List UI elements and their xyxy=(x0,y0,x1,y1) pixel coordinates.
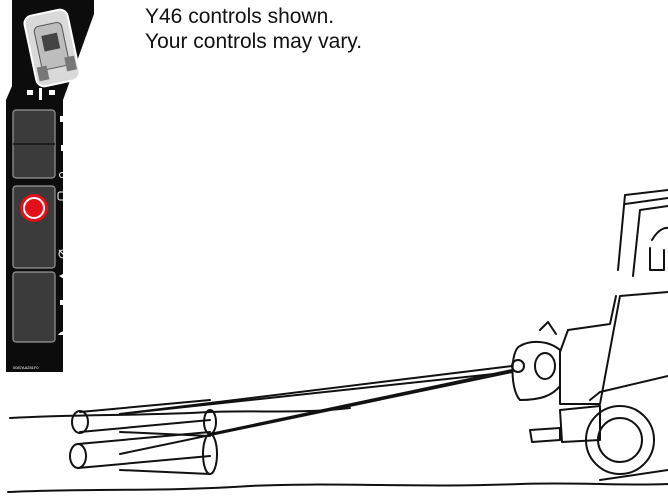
towing-scene-illustration xyxy=(0,180,668,500)
engine-icon xyxy=(57,191,68,201)
tow-lines xyxy=(119,365,513,455)
disabled-icon xyxy=(58,249,68,259)
on-symbol xyxy=(61,145,63,151)
mode-symbols xyxy=(27,88,55,100)
turtle-slow-icon xyxy=(58,331,68,335)
tractor xyxy=(511,189,668,481)
tractor-top-view-icon xyxy=(23,8,81,88)
ground-line-upper xyxy=(9,407,351,419)
towing-scene-drawing xyxy=(7,189,668,493)
pipes xyxy=(69,399,218,475)
control-panel-graphic: 0087AA251F0 xyxy=(6,0,94,372)
caption-line-1: Y46 controls shown. xyxy=(145,5,335,28)
caption-line-2: Your controls may vary. xyxy=(145,30,363,53)
off-symbol xyxy=(59,172,65,178)
raise-icon xyxy=(60,116,67,122)
ground-line-lower xyxy=(7,482,668,493)
rabbit-fast-icon xyxy=(59,272,67,280)
lower-icon xyxy=(60,300,66,305)
caption: Y46 controls shown. Your controls may va… xyxy=(145,4,362,54)
control-panel: 0087AA251F0 xyxy=(0,0,100,372)
part-number: 0087AA251F0 xyxy=(13,365,39,370)
lower-control-button[interactable] xyxy=(12,271,56,343)
